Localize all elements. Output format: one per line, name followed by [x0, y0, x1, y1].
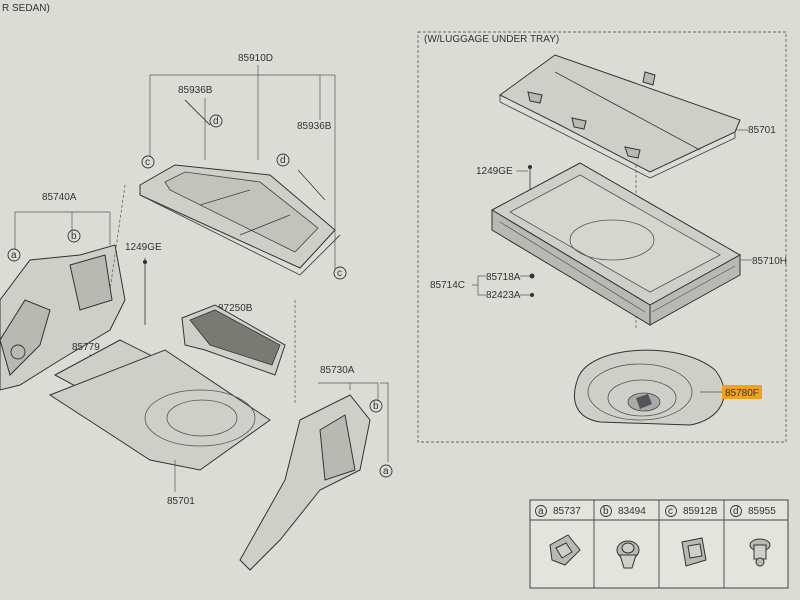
callout-a-left — [7, 248, 21, 262]
callout-b-right-letter: b — [373, 401, 379, 412]
label-82423a: 82423A — [486, 290, 521, 301]
callout-c-right — [333, 266, 347, 280]
side-trim-85730a — [239, 394, 371, 571]
panel-87250b — [181, 304, 286, 376]
label-85779: 85779 — [72, 342, 100, 353]
header-title: R SEDAN) — [2, 3, 50, 14]
callout-a-right-letter: a — [383, 466, 389, 477]
fastener-85955-icon — [749, 538, 771, 567]
legend-c-circle — [665, 505, 677, 517]
callout-d-right-letter: d — [280, 155, 286, 166]
label-85701-left: 85701 — [167, 496, 195, 507]
tray-cover-85701 — [499, 54, 741, 179]
clip-85718a — [529, 273, 535, 279]
legend-b-part: 83494 — [618, 506, 646, 517]
label-1249ge-right: 1249GE — [476, 166, 513, 177]
legend-a-letter: a — [538, 506, 544, 517]
label-85718a: 85718A — [486, 272, 521, 283]
legend-d-part: 85955 — [748, 506, 776, 517]
callout-c-right-letter: c — [337, 268, 342, 279]
label-85936b-top: 85936B — [178, 85, 213, 96]
legend-a-part: 85737 — [553, 506, 581, 517]
legend-a-circle — [535, 505, 547, 517]
side-trim-85740a — [0, 244, 126, 391]
callout-a-right — [379, 464, 393, 478]
callout-b-right — [369, 399, 383, 413]
label-85710h: 85710H — [752, 256, 787, 267]
bolt-1249ge-left — [143, 260, 147, 264]
under-tray-group-title: (W/LUGGAGE UNDER TRAY) — [424, 34, 559, 45]
callout-a-left-letter: a — [11, 250, 17, 261]
label-85714c: 85714C — [430, 280, 465, 291]
under-tray-group-box — [417, 31, 787, 443]
callout-c-left — [141, 155, 155, 169]
floor-covering-85701 — [48, 349, 271, 471]
bolt-1249ge-right — [528, 165, 532, 169]
label-85730a: 85730A — [320, 365, 355, 376]
grommet-82423a — [530, 293, 534, 297]
label-85936b-right: 85936B — [297, 121, 332, 132]
label-85740a: 85740A — [42, 192, 77, 203]
legend-c-part: 85912B — [683, 506, 718, 517]
callout-d-right — [276, 153, 290, 167]
legend-b-letter: b — [603, 506, 609, 517]
callout-b-left — [67, 229, 81, 243]
callout-b-left-letter: b — [71, 231, 77, 242]
callout-d-top-letter: d — [213, 116, 219, 127]
legend-d-circle — [730, 505, 742, 517]
clip-85912b-icon — [681, 537, 707, 567]
clip-85737-icon — [549, 534, 581, 566]
label-87250b: 87250B — [218, 303, 253, 314]
callout-c-left-letter: c — [145, 157, 150, 168]
highlight-85780f — [722, 385, 762, 399]
legend-d-letter: d — [733, 506, 739, 517]
label-85910d: 85910D — [238, 53, 273, 64]
luggage-tray-85710h — [490, 162, 742, 326]
legend-b-circle — [600, 505, 612, 517]
callout-d-top — [209, 114, 223, 128]
label-85701-right: 85701 — [748, 125, 776, 136]
legend-c-letter: c — [668, 506, 673, 517]
spare-well-85780f — [574, 349, 725, 426]
label-1249ge-left: 1249GE — [125, 242, 162, 253]
grommet-83494-icon — [616, 540, 640, 569]
label-85780f: 85780F — [725, 388, 759, 399]
package-tray-85910d — [139, 164, 341, 276]
